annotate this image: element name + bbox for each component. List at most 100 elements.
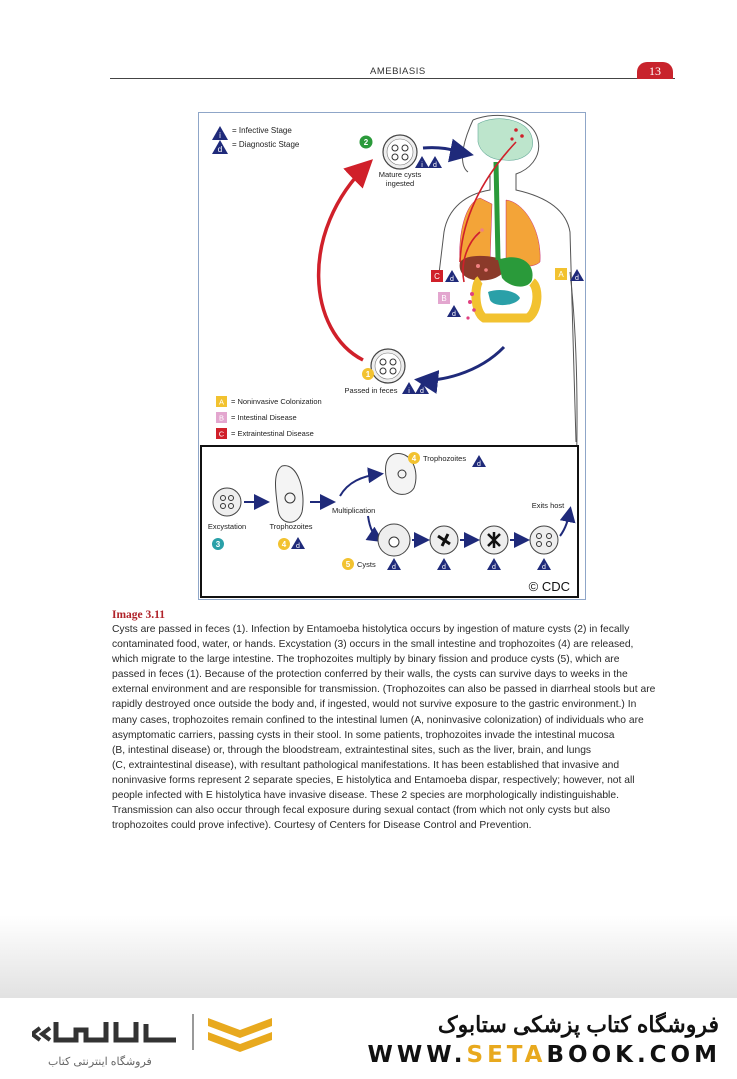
svg-text:d: d <box>442 564 446 571</box>
svg-text:d: d <box>420 388 424 395</box>
svg-text:i: i <box>408 388 410 395</box>
step-4-top-number: 4 <box>412 454 417 463</box>
step-1-badge <box>362 368 374 380</box>
legend-C-label: = Extraintestinal Disease <box>231 429 314 438</box>
caption-line: many cases, trophozoites remain confined… <box>112 714 644 726</box>
url-suffix: BOOK.COM <box>546 1042 721 1068</box>
svg-text:d: d <box>392 564 396 571</box>
mature-cyst-bottom <box>370 348 406 384</box>
infective-marker-bottom <box>402 382 416 394</box>
infective-marker-top <box>415 156 429 168</box>
marker-B <box>438 292 450 304</box>
life-cycle-figure: i = Infective Stage d = Diagnostic Stage <box>198 112 586 600</box>
svg-text:d: d <box>492 564 496 571</box>
url-accent: SETA <box>466 1042 547 1068</box>
caption-line: passed in feces (1). Because of the prot… <box>112 669 628 681</box>
setabook-logo-icon <box>32 1014 272 1052</box>
step-2-label-2: ingested <box>386 179 414 188</box>
step-2-number: 2 <box>364 138 369 147</box>
svg-text:B: B <box>219 414 224 423</box>
step-1-label: Passed in feces <box>345 386 398 395</box>
inset-panel: Excystation 3 Trophozoites 4 d Multiplic… <box>200 445 579 598</box>
caption-line: trophozoites could prove infective). Cou… <box>112 820 532 832</box>
stomach-illustration <box>498 257 533 287</box>
legend-A-label: = Noninvasive Colonization <box>231 397 322 406</box>
svg-text:d: d <box>477 461 481 468</box>
exits-host-label: Exits host <box>532 501 565 510</box>
legend-B-label: = Intestinal Disease <box>231 413 297 422</box>
logo-subtitle: فروشگاه اینترنتی کتاب <box>48 1056 152 1068</box>
running-header: AMEBIASIS <box>370 66 426 77</box>
liver-illustration <box>459 255 510 281</box>
trophozoites-label: Trophozoites <box>269 522 312 531</box>
svg-text:d: d <box>450 276 454 283</box>
esophagus-illustration <box>493 161 501 261</box>
svg-text:A: A <box>219 398 224 407</box>
diagnostic-marker-A <box>570 269 584 281</box>
legend-outcomes: A = Noninvasive Colonization B = Intesti… <box>216 396 322 439</box>
step-3-number: 3 <box>216 540 221 549</box>
legend-infective-label: = Infective Stage <box>232 126 292 135</box>
step-5-number: 5 <box>346 560 351 569</box>
caption-line: (C, extraintestinal disease), with resul… <box>112 759 620 771</box>
step-4-number: 4 <box>282 540 287 549</box>
trophozoites-top-label: Trophozoites <box>423 454 466 463</box>
legend-stages: i = Infective Stage d = Diagnostic Stage <box>212 126 300 154</box>
brain-illustration <box>477 118 533 161</box>
svg-text:d: d <box>433 162 437 169</box>
caption-line: people infected with E histolytica have … <box>112 790 619 802</box>
svg-text:B: B <box>441 294 446 303</box>
svg-text:i: i <box>421 162 423 169</box>
brain-lesions <box>510 128 524 141</box>
svg-text:d: d <box>542 564 546 571</box>
legend-infective-marker: i <box>219 131 221 140</box>
caption-line: rapidly destroyed once outside the body … <box>112 699 637 711</box>
svg-text:d: d <box>575 275 579 282</box>
marker-C <box>431 270 443 282</box>
bloodstream-arrow-brain <box>459 141 517 263</box>
shop-url[interactable]: WWW.SETABOOK.COM <box>368 1042 721 1068</box>
url-prefix: WWW. <box>367 1042 467 1068</box>
caption-line: contaminated food, water, or hands. Excy… <box>112 639 634 651</box>
svg-text:C: C <box>219 430 225 439</box>
svg-text:A: A <box>558 270 564 279</box>
cdc-copyright: © CDC <box>529 579 570 594</box>
caption-line: Cysts are passed in feces (1). Infection… <box>112 624 630 635</box>
caption-line: Transmission can also occur through feca… <box>112 805 611 817</box>
caption-text: Cysts are passed in feces (1). Infection… <box>112 622 672 833</box>
svg-text:d: d <box>452 311 456 318</box>
caption-line: (B, intestinal disease) or, through the … <box>112 744 592 756</box>
legend-diagnostic-label: = Diagnostic Stage <box>232 140 300 149</box>
diagnostic-marker-top <box>428 156 442 168</box>
small-intestine-illustration <box>488 290 520 306</box>
cycle-arrow-red <box>316 159 374 362</box>
intestine-lesions <box>466 292 476 320</box>
shop-name: فروشگاه کتاب پزشکی ستابوک <box>437 1012 719 1037</box>
step-1-number: 1 <box>366 370 371 379</box>
page-number: 13 <box>637 62 673 79</box>
mature-cyst-top <box>382 134 418 170</box>
excystation-label: Excystation <box>208 522 246 531</box>
header-rule <box>110 78 675 79</box>
large-intestine-illustration <box>471 276 542 323</box>
legend-diagnostic-marker: d <box>218 145 222 154</box>
caption-title: Image 3.11 <box>112 609 166 621</box>
footer-fade <box>0 915 737 1000</box>
diagnostic-marker-B <box>447 305 461 317</box>
svg-text:C: C <box>434 272 440 281</box>
cysts-label: Cysts <box>357 560 376 569</box>
svg-text:d: d <box>296 543 300 550</box>
step-2-label-1: Mature cysts <box>379 170 422 179</box>
diagnostic-marker-C <box>445 270 459 282</box>
marker-A <box>555 268 567 280</box>
caption-line: which migrate to the large intestine. Th… <box>112 654 620 666</box>
caption-line: noninvasive forms represent 2 separate s… <box>112 774 635 786</box>
step-2-badge <box>359 135 373 149</box>
caption-line: asymptomatic carriers, passing cysts in … <box>112 729 615 741</box>
diagnostic-marker-bottom <box>415 382 429 394</box>
bloodstream-arrow-lungs <box>462 231 481 283</box>
caption-line: external environment and are responsible… <box>112 684 656 696</box>
excretion-arrow <box>414 345 506 394</box>
ingestion-arrow <box>422 138 474 163</box>
multiplication-label: Multiplication <box>332 506 375 515</box>
